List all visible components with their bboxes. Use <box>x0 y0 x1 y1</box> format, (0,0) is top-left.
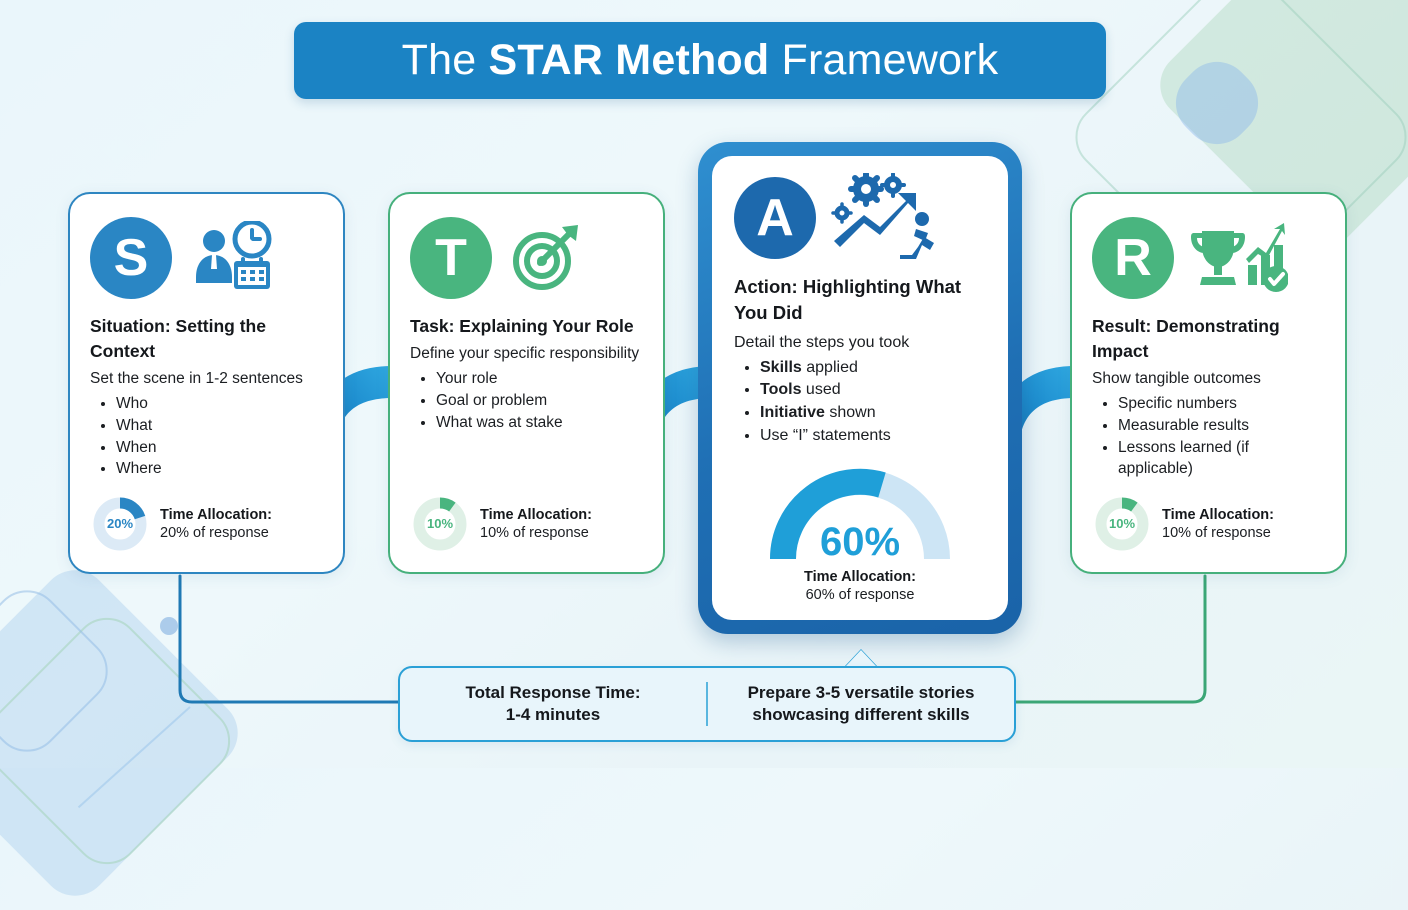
list-item-rest: shown <box>824 404 876 422</box>
list-item: Goal or problem <box>436 390 643 412</box>
title-strong: STAR Method <box>488 36 770 84</box>
card-situation-title: Situation: Setting the Context <box>90 316 266 361</box>
card-action-time-allocation: 60% Time Allocation: 60% of response <box>712 463 1008 604</box>
gears-growth-arrow-runner-icon <box>831 173 934 259</box>
list-item: Skills applied <box>760 357 986 380</box>
list-item: Specific numbers <box>1118 393 1325 415</box>
decorative-dot <box>160 617 178 635</box>
card-action-bullets: Skills applied Tools used Initiative sho… <box>734 357 986 448</box>
card-result-title: Result: Demonstrating Impact <box>1092 316 1280 361</box>
alloc-label: Time Allocation: <box>480 506 592 523</box>
footer-divider <box>706 682 708 726</box>
donut-label: 10% <box>427 516 453 531</box>
footer-prepare-stories: Prepare 3-5 versatile stories showcasing… <box>708 682 1014 727</box>
card-situation[interactable]: S <box>68 192 345 574</box>
donut-label: 10% <box>1109 516 1135 531</box>
list-item-rest: Use “I” statements <box>760 426 891 444</box>
card-task-icon-row: T <box>410 212 643 304</box>
title-suffix: Framework <box>769 36 999 84</box>
list-item-bold: Tools <box>760 381 802 399</box>
list-item-rest: applied <box>801 358 858 376</box>
target-arrow-icon <box>513 225 578 290</box>
card-action-subtitle: Detail the steps you took <box>734 333 910 351</box>
footer-total-time-line1: Total Response Time: <box>465 682 641 702</box>
list-item-bold: Skills <box>760 358 802 376</box>
list-item: Lessons learned (if applicable) <box>1118 437 1325 480</box>
letter-badge-a: A <box>734 177 816 259</box>
alloc-value: 10% of response <box>480 525 589 541</box>
card-task[interactable]: T Task: Explaining Your Role Define your… <box>388 192 665 574</box>
gauge-label: 60% <box>820 520 900 564</box>
card-task-bullets: Your role Goal or problem What was at st… <box>410 368 643 433</box>
card-result-subtitle: Show tangible outcomes <box>1092 369 1261 387</box>
list-item-bold: Initiative <box>760 404 825 422</box>
card-action-title: Action: Highlighting What You Did <box>734 276 962 324</box>
connector-card1-to-footer <box>178 574 400 704</box>
list-item: Where <box>116 458 323 480</box>
card-task-title: Task: Explaining Your Role <box>410 316 634 336</box>
alloc-label: Time Allocation: <box>1162 506 1274 523</box>
card-result-icon-row: R <box>1092 212 1325 304</box>
card-result-time-allocation: 10% Time Allocation: 10% of response <box>1094 496 1274 552</box>
card-result-bullets: Specific numbers Measurable results Less… <box>1092 393 1325 480</box>
card-situation-icon-row: S <box>90 212 323 304</box>
card-situation-bullets: Who What When Where <box>90 393 323 480</box>
list-item: Your role <box>436 368 643 390</box>
card-task-time-allocation: 10% Time Allocation: 10% of response <box>412 496 592 552</box>
infographic-canvas: The STAR Method Framework S <box>0 0 1408 768</box>
footer-total-time: Total Response Time: 1-4 minutes <box>400 682 706 727</box>
card-situation-time-allocation: 20% Time Allocation: 20% of response <box>92 496 272 552</box>
alloc-value: 10% of response <box>1162 525 1271 541</box>
list-item-rest: used <box>801 381 841 399</box>
alloc-value: 20% of response <box>160 525 269 541</box>
alloc-label: Time Allocation: <box>804 568 916 585</box>
page-title: The STAR Method Framework <box>402 36 999 85</box>
list-item: Initiative shown <box>760 402 986 425</box>
card-situation-subtitle: Set the scene in 1-2 sentences <box>90 369 303 387</box>
card-action[interactable]: A <box>712 156 1008 620</box>
list-item: What <box>116 415 323 437</box>
list-item: When <box>116 437 323 459</box>
footer-total-time-line2: 1-4 minutes <box>505 705 601 724</box>
trophy-bar-chart-check-icon <box>1191 223 1288 292</box>
donut-label: 20% <box>107 516 133 531</box>
list-item: Who <box>116 393 323 415</box>
footer-prepare-line2: showcasing different skills <box>752 705 970 724</box>
donut-chart-10-result: 10% <box>1095 497 1149 551</box>
list-item: Use “I” statements <box>760 425 986 448</box>
letter-badge-r: R <box>1092 217 1174 299</box>
alloc-value: 60% of response <box>805 586 915 603</box>
connector-card4-to-footer <box>1014 574 1207 704</box>
footer-summary: Total Response Time: 1-4 minutes Prepare… <box>398 666 1016 742</box>
card-result[interactable]: R Re <box>1070 192 1347 574</box>
title-prefix: The <box>401 36 489 84</box>
page-title-banner: The STAR Method Framework <box>294 22 1106 99</box>
donut-chart-10: 10% <box>413 497 467 551</box>
alloc-label: Time Allocation: <box>160 506 272 523</box>
footer-notch <box>845 650 877 667</box>
list-item: Measurable results <box>1118 415 1325 437</box>
footer-prepare-line1: Prepare 3-5 versatile stories <box>747 682 975 702</box>
letter-badge-s: S <box>90 217 172 299</box>
list-item: Tools used <box>760 379 986 402</box>
letter-badge-t: T <box>410 217 492 299</box>
card-action-icon-row: A <box>734 172 986 264</box>
business-person-clock-calendar-icon <box>196 221 272 289</box>
semi-gauge-60: 60% <box>769 468 950 564</box>
card-task-subtitle: Define your specific responsibility <box>410 344 640 362</box>
list-item: What was at stake <box>436 412 643 434</box>
donut-chart-20: 20% <box>93 497 147 551</box>
